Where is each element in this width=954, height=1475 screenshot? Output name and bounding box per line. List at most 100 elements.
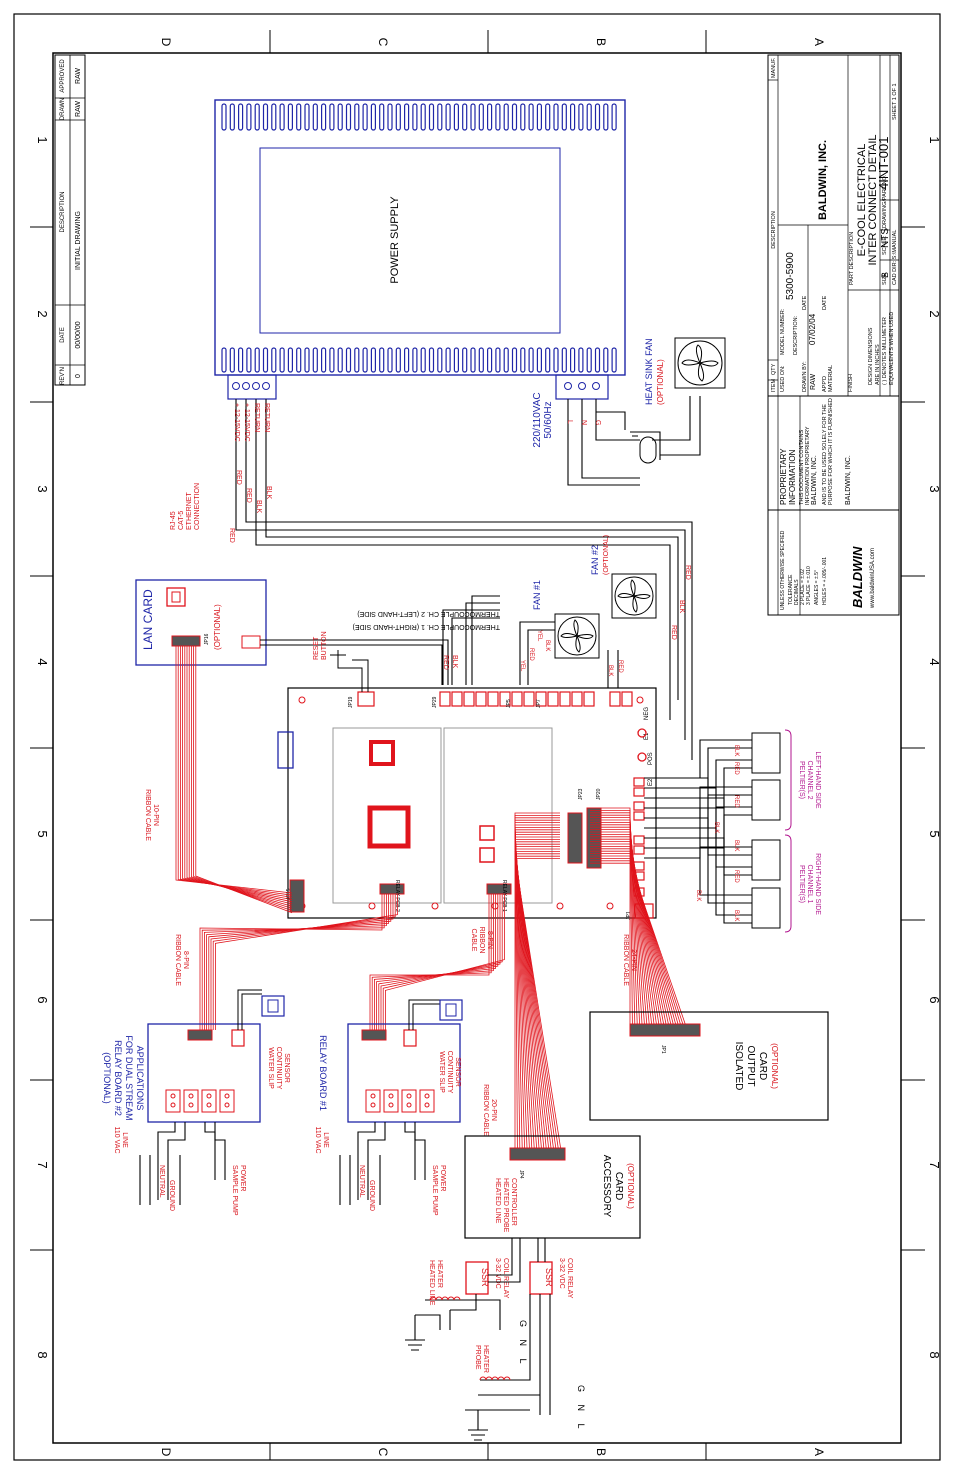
ribbon-8pin-b [369, 894, 505, 1030]
zone-letter: B [594, 38, 608, 46]
rev-header: APPROVED [60, 59, 66, 93]
terminal-screw [188, 1093, 194, 1099]
heatsink-fin [437, 347, 443, 373]
rj45-jack [166, 587, 186, 607]
power-supply-label: POWER SUPPLY [389, 196, 401, 284]
peltier-wire [644, 777, 752, 856]
heatsink-fin [404, 103, 410, 131]
ribbon-conductor [590, 826, 650, 1025]
ribbon-conductor [514, 815, 560, 1149]
tb-scale-label: SCALE: [882, 235, 888, 255]
ribbon-conductor [514, 853, 560, 1149]
heatsink-fin [296, 347, 302, 373]
header-pin [439, 691, 451, 707]
jp15-connector [289, 879, 305, 913]
rev-header: DRAWN [60, 98, 66, 120]
rj45-label: ETHERNET [186, 492, 193, 530]
acc-label: ACCESSORY [601, 1155, 612, 1218]
heatsink-fin [420, 103, 426, 131]
ribbon-conductor [514, 827, 560, 1149]
tb-used-on: USED ON: [780, 365, 786, 392]
heated-line-label: HEATED LINE [428, 1260, 435, 1306]
reset-label: RESET [313, 636, 320, 660]
relay-pcb2-connector [379, 883, 405, 895]
ws-label: WATER SLIP [267, 1047, 274, 1089]
wire-color: BLK [265, 486, 272, 500]
header-pin [499, 691, 511, 707]
zone-letter: B [594, 1448, 608, 1456]
heatsink-fin [578, 103, 584, 131]
tb-sheet: SHEET 1 OF 1 [892, 83, 898, 120]
zone-number: 6 [927, 996, 942, 1003]
jp16-label: JP16 [204, 633, 210, 645]
jp1-card-connector [629, 1023, 701, 1037]
heatsink-fin [420, 347, 426, 373]
tb-model-label: MODEL NUMBER: [780, 308, 786, 355]
ground-label: GROUND [368, 1180, 375, 1211]
ribbon-conductor [590, 860, 684, 1025]
dc-label: RETURN [253, 403, 260, 432]
heatsink-fin [345, 347, 352, 373]
heat-sink-fan: HEAT SINK FAN (OPTIONAL) [644, 337, 726, 405]
optional-label: (OPTIONAL) [656, 359, 665, 405]
vac-label: LINE [322, 1132, 329, 1148]
heatsink-fin [453, 103, 459, 131]
relay-terminal [401, 1089, 417, 1113]
heatsink-fin [553, 103, 559, 131]
zone-letter: A [812, 1448, 826, 1456]
pos-label: POS [648, 752, 654, 765]
wire-color: BLK [678, 600, 685, 614]
rev-header: DESCRIPTION [60, 191, 66, 232]
coil-label: 3-32 VDC [558, 1258, 565, 1289]
tb-part-desc-label: PART DESCRIPTION [849, 232, 855, 285]
terminal-screw [224, 1102, 230, 1108]
ribbon-conductor [182, 646, 293, 900]
neutral-label: NEUTRAL [158, 1165, 165, 1198]
tb-prop: PURPOSE FOR WHICH IT IS FURNISHED [828, 398, 834, 505]
water-slip-sensor-1: WATER SLIP CONTINUITY SENSOR [408, 999, 463, 1094]
zone-number: 2 [927, 310, 942, 317]
tb-title-1: E-COOL ELECTRICAL [856, 144, 868, 257]
ribbon-conductor [590, 858, 681, 1025]
heatsink-fin [453, 347, 459, 373]
wire-color: BLK [713, 822, 719, 833]
peltier-label: PELTIER(S) [798, 865, 805, 903]
fan-1: FAN #1 YEL RED YEL BLK [519, 580, 600, 685]
ribbon20-label: 20-PIN [490, 1099, 497, 1121]
heatsink-fin [586, 103, 592, 131]
hp-label: HEATED PROBE [502, 1178, 509, 1233]
tb-tol: DECIMALS [794, 579, 800, 605]
ws-label: SENSOR [283, 1053, 290, 1083]
ribbon-conductor [514, 836, 560, 1149]
tb-tol: TOLERANCE [788, 574, 794, 605]
iso-optional: (OPTIONAL) [770, 1043, 779, 1089]
tb-dims: EQUIVALENTS WHEN USED [889, 312, 895, 385]
e1-label: E1 [644, 732, 650, 740]
ribbon8a-label: 8-PIN [182, 951, 189, 969]
ribbon-conductor [590, 850, 674, 1025]
lan-optional: (OPTIONAL) [213, 604, 222, 650]
terminal-screw [170, 1102, 176, 1108]
acc-label: CARD [613, 1172, 624, 1200]
pump-label: SAMPLE PUMP [231, 1165, 238, 1216]
heatsink-fin [495, 347, 501, 373]
terminal-screw [388, 1102, 394, 1108]
jp16-connector [171, 635, 201, 647]
revision-block: REV'N DATE DESCRIPTION DRAWN APPROVED 0 … [54, 54, 86, 386]
gnl-label: G N L [518, 1320, 528, 1369]
rb2-label: FOR DUAL STREAM [124, 1035, 134, 1120]
ribbon-conductor [195, 646, 293, 914]
ribbon-24pin [590, 807, 686, 1025]
ribbon-conductor [514, 831, 560, 1149]
ws-label: SENSOR [454, 1057, 461, 1087]
tb-prop: THIS DOCUMENT CONTAINS [799, 429, 805, 505]
wire-color: RED [617, 660, 623, 673]
rj45-label: CAT-5 [178, 511, 185, 530]
ac-terminal-block [555, 374, 609, 400]
probe-heater-label: PROBE [474, 1345, 481, 1370]
neg-label: NEG [644, 707, 650, 720]
tc2-label: THERMOCOUPLE CH. 2 (LEFT-HAND SIDE) [357, 610, 500, 617]
vac-label: 110 VAC [113, 1127, 120, 1154]
peltier-wire [644, 806, 752, 839]
